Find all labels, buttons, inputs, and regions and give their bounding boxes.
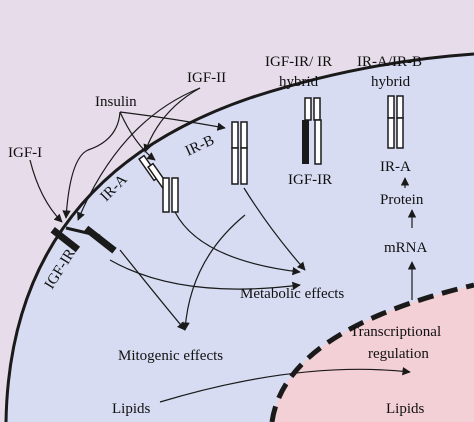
ir-a-inside-label: IR-A xyxy=(380,159,411,175)
igf1r-receptor xyxy=(50,225,117,254)
lipids-left-label: Lipids xyxy=(112,401,150,417)
ira-irb-hybrid-label-line1: IR-A/IR-B xyxy=(357,54,422,70)
mrna-label: mRNA xyxy=(384,240,428,256)
ir-b-receptor xyxy=(231,121,248,185)
igf1-label: IGF-I xyxy=(8,145,42,161)
igf1r-ir-hybrid-label-line1: IGF-IR/ IR xyxy=(265,54,332,70)
lipids-right-label: Lipids xyxy=(386,401,424,417)
igf1r-membrane-label: IGF-IR xyxy=(288,172,332,188)
ira-irb-hybrid-receptor xyxy=(387,95,404,149)
metabolic-effects-label: Metabolic effects xyxy=(240,286,344,302)
mitogenic-effects-label: Mitogenic effects xyxy=(118,348,223,364)
effect-arrows xyxy=(109,177,417,403)
igf1r-ir-hybrid-label-line2: hybrid xyxy=(279,74,319,90)
ligand-arrows xyxy=(29,87,226,223)
ira-irb-hybrid-label-line2: hybrid xyxy=(371,74,411,90)
insulin-label: Insulin xyxy=(95,94,137,110)
cell-membrane xyxy=(4,52,474,422)
nucleus xyxy=(272,285,474,422)
transcriptional-label-line2: regulation xyxy=(368,346,429,362)
transcriptional-label-line1: Transcriptional xyxy=(350,324,441,340)
ir-a-receptor xyxy=(138,154,179,213)
protein-label: Protein xyxy=(380,192,424,208)
nuclear-envelope xyxy=(269,282,474,422)
igf2-label: IGF-II xyxy=(187,70,226,86)
igf1r-ir-hybrid-receptor xyxy=(302,97,322,165)
